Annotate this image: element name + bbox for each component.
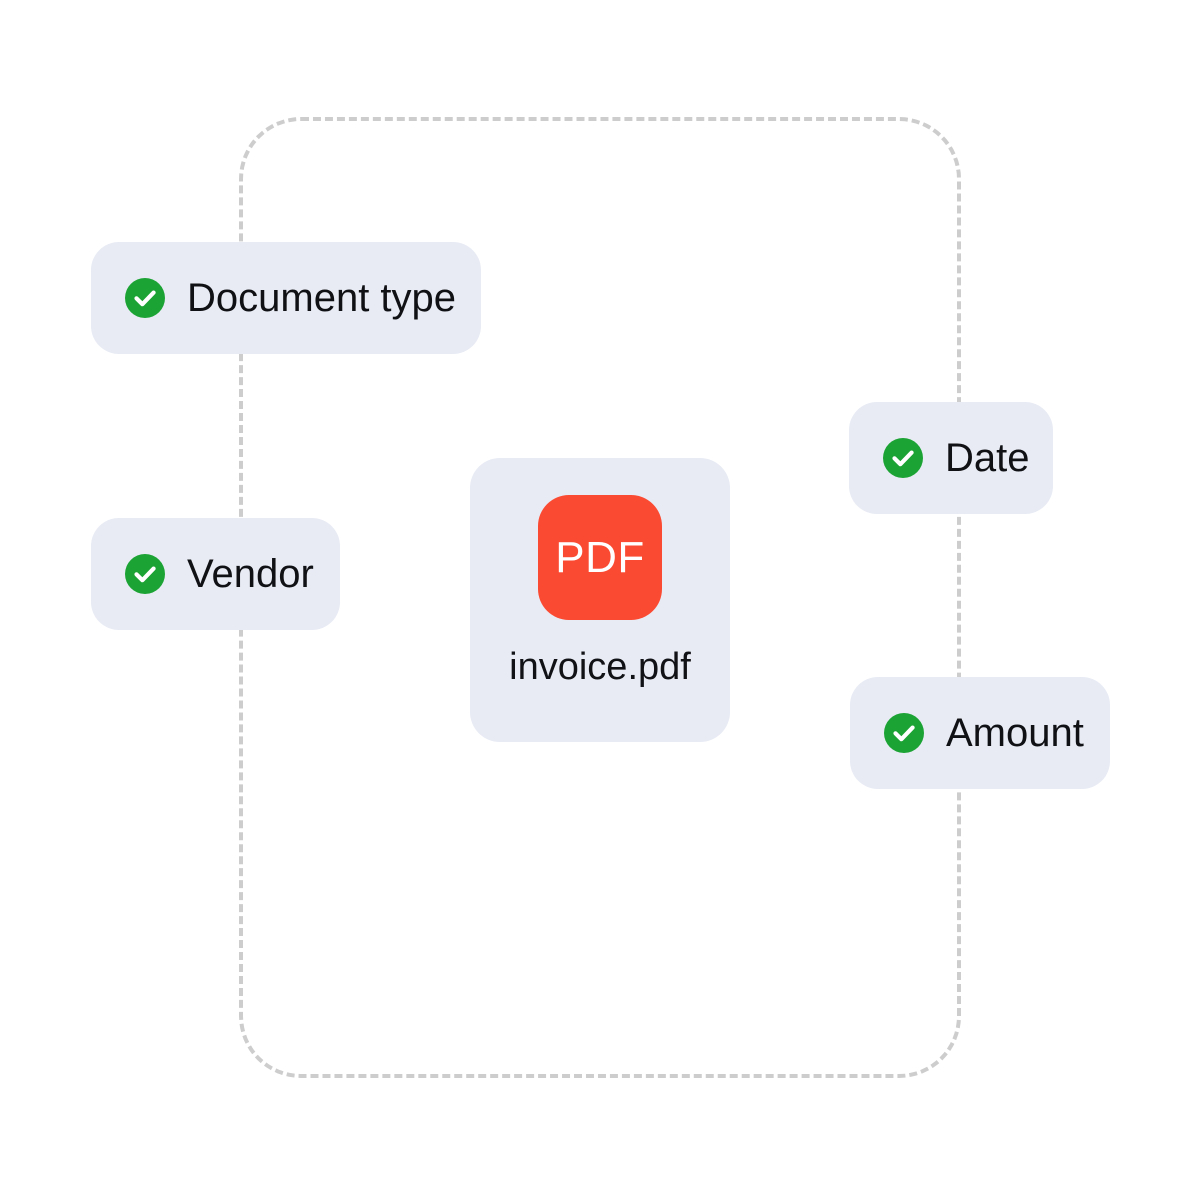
field-chip-amount[interactable]: Amount (850, 677, 1110, 789)
field-chip-label: Amount (946, 711, 1084, 755)
field-chip-label: Vendor (187, 552, 314, 596)
check-circle-icon (125, 554, 165, 594)
check-circle-icon (125, 278, 165, 318)
check-circle-icon (883, 438, 923, 478)
field-chip-document-type[interactable]: Document type (91, 242, 481, 354)
field-chip-vendor[interactable]: Vendor (91, 518, 340, 630)
pdf-file-icon-label: PDF (555, 532, 645, 582)
pdf-file-icon: PDF (538, 495, 662, 620)
field-chip-label: Date (945, 436, 1030, 480)
field-chip-date[interactable]: Date (849, 402, 1053, 514)
file-card[interactable]: PDF invoice.pdf (470, 458, 730, 742)
file-name-label: invoice.pdf (509, 646, 691, 688)
check-circle-icon (884, 713, 924, 753)
field-chip-label: Document type (187, 276, 457, 320)
